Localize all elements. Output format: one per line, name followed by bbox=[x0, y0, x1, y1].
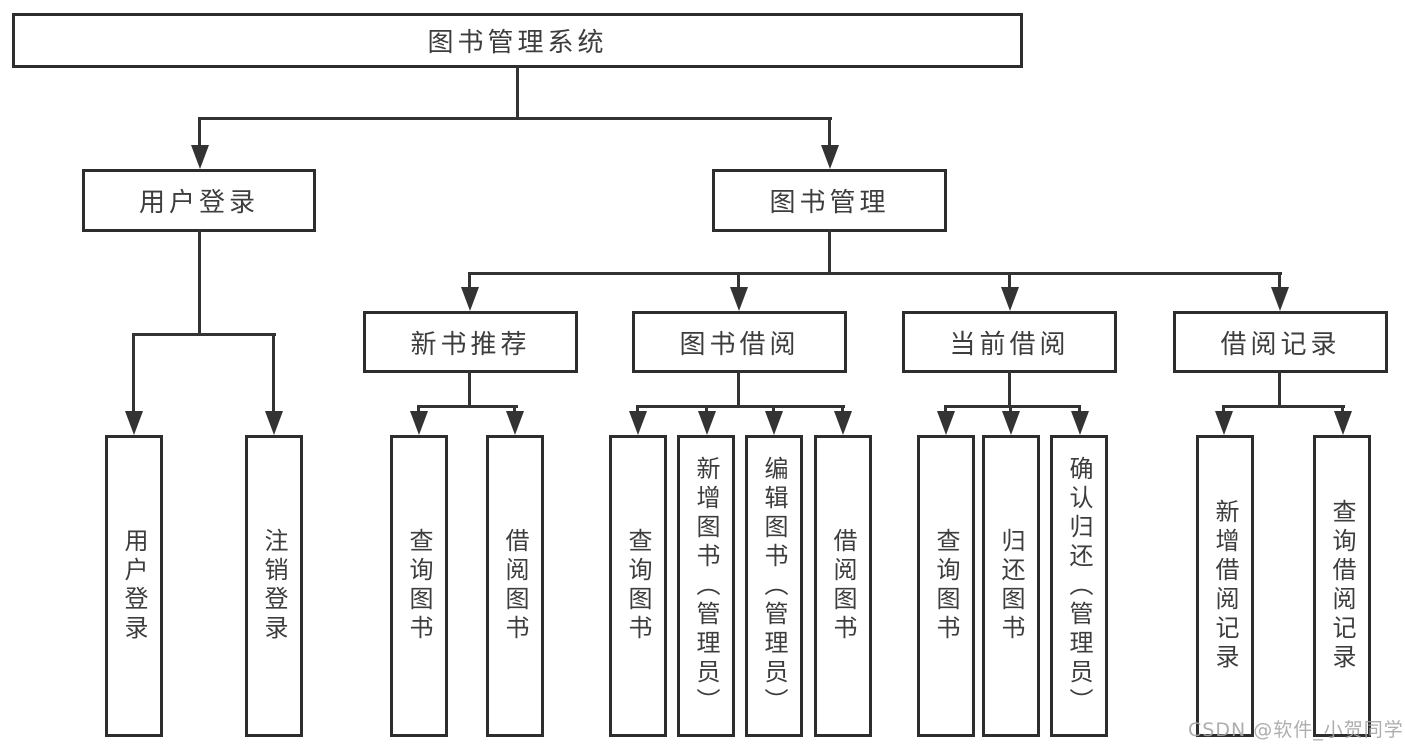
connector-line bbox=[132, 333, 276, 336]
arrow-down-icon bbox=[765, 411, 783, 435]
connector-line bbox=[272, 333, 275, 413]
arrow-down-icon bbox=[125, 411, 143, 435]
arrow-down-icon bbox=[629, 411, 647, 435]
leaf-add-book-admin: 新增图书（管理员） bbox=[677, 435, 735, 737]
connector-line bbox=[1222, 405, 1225, 414]
connector-line bbox=[516, 66, 519, 119]
arrow-down-icon bbox=[1002, 411, 1020, 435]
connector-line bbox=[772, 405, 775, 414]
arrow-down-icon bbox=[1271, 287, 1289, 311]
node-book-borrow: 图书借阅 bbox=[632, 311, 847, 373]
connector-line bbox=[841, 405, 844, 414]
connector-line bbox=[737, 272, 740, 289]
arrow-down-icon bbox=[265, 411, 283, 435]
leaf-query-book-2: 查询图书 bbox=[609, 435, 667, 737]
arrow-down-icon bbox=[1215, 411, 1233, 435]
connector-line bbox=[417, 405, 518, 408]
connector-line bbox=[417, 405, 420, 414]
connector-line bbox=[1222, 405, 1345, 408]
connector-line bbox=[468, 272, 471, 289]
leaf-query-book-3: 查询图书 bbox=[917, 435, 975, 737]
connector-line bbox=[198, 117, 201, 149]
connector-line bbox=[1008, 272, 1011, 289]
watermark-text: CSDN @软件_小贺同学 bbox=[1188, 719, 1404, 741]
connector-line bbox=[944, 405, 1081, 408]
leaf-return-book: 归还图书 bbox=[982, 435, 1040, 737]
connector-line bbox=[198, 117, 832, 120]
leaf-logout: 注销登录 bbox=[245, 435, 303, 737]
connector-line bbox=[944, 405, 947, 414]
leaf-borrow-book-1: 借阅图书 bbox=[486, 435, 544, 737]
arrow-down-icon bbox=[1001, 287, 1019, 311]
connector-line bbox=[1009, 405, 1012, 414]
connector-line bbox=[1008, 371, 1011, 408]
leaf-user-login: 用户登录 bbox=[105, 435, 163, 737]
leaf-edit-book-admin: 编辑图书（管理员） bbox=[745, 435, 803, 737]
connector-line bbox=[198, 230, 201, 335]
arrow-down-icon bbox=[730, 287, 748, 311]
connector-line bbox=[132, 333, 135, 413]
connector-line bbox=[1278, 371, 1281, 408]
leaf-borrow-book-2: 借阅图书 bbox=[814, 435, 872, 737]
node-root: 图书管理系统 bbox=[12, 13, 1023, 68]
connector-line bbox=[828, 230, 831, 274]
connector-line bbox=[705, 405, 708, 414]
arrow-down-icon bbox=[191, 145, 209, 169]
arrow-down-icon bbox=[698, 411, 716, 435]
arrow-down-icon bbox=[1334, 411, 1352, 435]
leaf-add-borrow-record: 新增借阅记录 bbox=[1196, 435, 1254, 737]
arrow-down-icon bbox=[1071, 411, 1089, 435]
arrow-down-icon bbox=[506, 411, 524, 435]
connector-line bbox=[636, 405, 639, 414]
leaf-query-book-1: 查询图书 bbox=[390, 435, 448, 737]
connector-line bbox=[737, 371, 740, 408]
connector-line bbox=[1278, 272, 1281, 289]
arrow-down-icon bbox=[821, 145, 839, 169]
connector-line bbox=[468, 371, 471, 408]
arrow-down-icon bbox=[410, 411, 428, 435]
connector-line bbox=[513, 405, 516, 414]
connector-line bbox=[1341, 405, 1344, 414]
node-new-book-recommend: 新书推荐 bbox=[363, 311, 578, 373]
node-current-borrow: 当前借阅 bbox=[902, 311, 1117, 373]
connector-line bbox=[1078, 405, 1081, 414]
arrow-down-icon bbox=[834, 411, 852, 435]
leaf-confirm-return-admin: 确认归还（管理员） bbox=[1050, 435, 1108, 737]
node-book-management: 图书管理 bbox=[712, 169, 947, 232]
arrow-down-icon bbox=[461, 287, 479, 311]
arrow-down-icon bbox=[937, 411, 955, 435]
leaf-query-borrow-record: 查询借阅记录 bbox=[1313, 435, 1371, 737]
connector-line bbox=[468, 272, 1282, 275]
connector-line bbox=[636, 405, 845, 408]
node-borrow-record: 借阅记录 bbox=[1173, 311, 1388, 373]
node-user-login: 用户登录 bbox=[82, 169, 316, 232]
connector-line bbox=[828, 117, 831, 149]
